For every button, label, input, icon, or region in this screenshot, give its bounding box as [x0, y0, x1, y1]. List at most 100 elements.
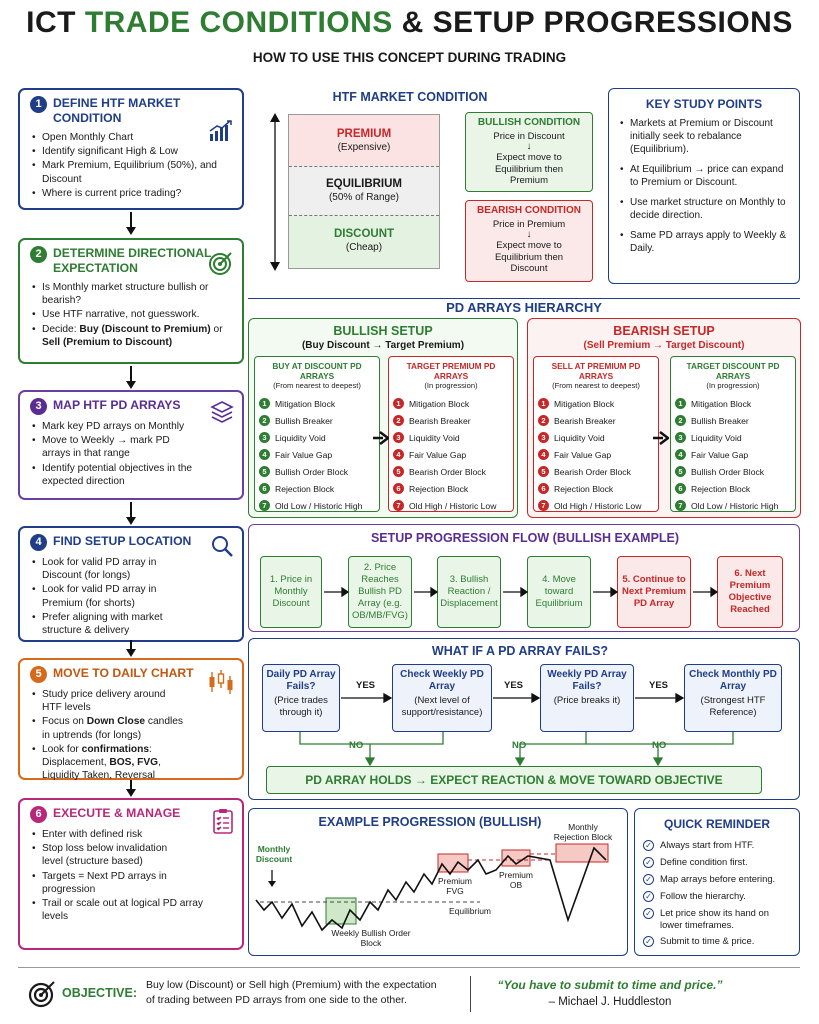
pd-list-header: SELL AT PREMIUM PD ARRAYS	[551, 361, 641, 381]
check-monthly-box: Check Monthly PD Array(Strongest HTF Ref…	[684, 664, 782, 732]
pd-list-subheader: (From nearest to deepest)	[273, 381, 361, 390]
pd-array-item: 7 Old Low / Historic High	[259, 497, 375, 514]
flow-arrows	[324, 586, 719, 598]
step-item: Look for valid PD array in Discount (for…	[30, 556, 180, 582]
no-label: NO	[349, 740, 364, 751]
reminder-item: ✓Map arrays before entering.	[643, 873, 791, 885]
fail-title: WHAT IF A PD ARRAY FAILS?	[431, 644, 609, 658]
quote-author: – Michael J. Huddleston	[548, 996, 672, 1008]
flow-step-3: 3. Bullish Reaction / Displacement	[437, 556, 501, 628]
pd-array-rank: 7	[393, 500, 404, 511]
footer-separator	[470, 976, 471, 1012]
step-item: Enter with defined risk	[30, 828, 234, 841]
pd-title: PD ARRAYS HIERARCHY	[414, 300, 634, 315]
flow-step-1: 1. Price in Monthly Discount	[260, 556, 322, 628]
step-3-card: 3 MAP HTF PD ARRAYS Mark key PD arrays on…	[18, 390, 244, 500]
footer-divider	[18, 967, 800, 968]
yes-label: YES	[504, 680, 524, 691]
pd-array-rank: 3	[538, 432, 549, 443]
pd-array-item: 4 Fair Value Gap	[259, 446, 375, 463]
step-item: Open Monthly Chart	[30, 131, 234, 144]
step-number: 3	[30, 398, 47, 415]
flow-title: SETUP PROGRESSION FLOW (BULLISH EXAMPLE)	[370, 531, 680, 545]
step-item: Stop loss below invalidation level (stru…	[30, 842, 190, 868]
pd-array-rank: 5	[538, 466, 549, 477]
step-item: Trail or scale out at logical PD array l…	[30, 897, 210, 923]
key-item: Use market structure on Monthly to decid…	[619, 196, 789, 222]
pd-array-label: Bullish Order Block	[691, 466, 765, 477]
pd-array-rank: 2	[675, 415, 686, 426]
pd-array-label: Mitigation Block	[409, 398, 470, 409]
pd-array-label: Bullish Order Block	[275, 466, 349, 477]
step-item: Use HTF narrative, not guesswork.	[30, 308, 234, 321]
step-item: Look for confirmations:Displacement, BOS…	[30, 743, 234, 783]
reminder-item: ✓Submit to time & price.	[643, 935, 791, 947]
premium-ob-label: Premium OB	[498, 870, 533, 890]
step-item: Look for valid PD array in Premium (for …	[30, 583, 180, 609]
fail-connectors	[299, 692, 734, 767]
flow-step-6: 6. Next Premium Objective Reached	[717, 556, 783, 628]
pd-array-label: Rejection Block	[275, 483, 335, 494]
bearish-condition-box: BEARISH CONDITION Price in Premium ↓ Exp…	[465, 200, 593, 282]
layers-icon	[210, 400, 234, 429]
pd-array-rank: 3	[675, 432, 686, 443]
quick-reminder: QUICK REMINDER ✓Always start from HTF. ✓…	[634, 808, 800, 956]
step-title: MAP HTF PD ARRAYS	[53, 398, 181, 412]
pd-array-label: Fair Value Gap	[275, 449, 333, 460]
pd-array-label: Old Low / Historic High	[275, 500, 363, 511]
fail-box	[248, 638, 800, 800]
step-item: Mark key PD arrays on Monthly	[30, 420, 234, 433]
step-title: DETERMINE DIRECTIONAL EXPECTATION	[53, 246, 212, 275]
clipboard-icon	[212, 808, 234, 839]
pd-array-rank: 6	[675, 483, 686, 494]
arrow-right-icon	[653, 431, 669, 445]
pd-list-header: BUY AT DISCOUNT PD ARRAYS	[272, 361, 362, 381]
discount-zone: DISCOUNT(Cheap)	[333, 228, 395, 253]
pd-array-item: 2 Bearish Breaker	[393, 412, 509, 429]
pd-array-rank: 4	[259, 449, 270, 460]
pd-array-rank: 4	[393, 449, 404, 460]
check-icon: ✓	[643, 936, 654, 947]
flow-step-2: 2. Price Reaches Bullish PD Array (e.g. …	[348, 556, 412, 628]
pd-array-label: Old Low / Historic High	[691, 500, 779, 511]
arrow-down-icon: ↓	[526, 141, 532, 152]
pd-array-label: Fair Value Gap	[409, 449, 467, 460]
check-icon: ✓	[643, 874, 654, 885]
step-number: 2	[30, 246, 47, 263]
pd-array-rank: 2	[393, 415, 404, 426]
pd-array-rank: 6	[393, 483, 404, 494]
target-discount-list: TARGET DISCOUNT PD ARRAYS(In progression…	[670, 356, 796, 512]
pd-array-rank: 3	[259, 432, 270, 443]
flow-step-4: 4. Move toward Equilibrium	[527, 556, 591, 628]
arrow-right-icon	[373, 431, 389, 445]
objective-text: Buy low (Discount) or Sell high (Premium…	[146, 979, 437, 1006]
pd-array-label: Bearish Order Block	[409, 466, 486, 477]
pd-array-label: Bearish Breaker	[409, 415, 471, 426]
equilibrium-zone: EQUILIBRIUM(50% of Range)	[325, 178, 403, 203]
bullish-condition-box: BULLISH CONDITION Price in Discount ↓ Ex…	[465, 112, 593, 192]
step-title: EXECUTE & MANAGE	[53, 806, 181, 820]
pd-array-rank: 1	[538, 398, 549, 409]
candlestick-icon	[208, 668, 234, 701]
search-icon	[210, 534, 234, 563]
arrow-down-icon	[126, 366, 136, 389]
bar-chart-icon	[208, 120, 234, 147]
objective-label: OBJECTIVE:	[62, 986, 138, 1000]
target-icon	[28, 981, 55, 1008]
step-item: Prefer aligning with market structure & …	[30, 611, 200, 637]
pd-array-rank: 7	[259, 500, 270, 511]
arrow-down-icon	[126, 502, 136, 525]
sell-premium-list: SELL AT PREMIUM PD ARRAYS(From nearest t…	[533, 356, 659, 512]
step-item: Decide: Buy (Discount to Premium) or Sel…	[30, 323, 234, 349]
htf-title: HTF MARKET CONDITION	[332, 90, 488, 104]
